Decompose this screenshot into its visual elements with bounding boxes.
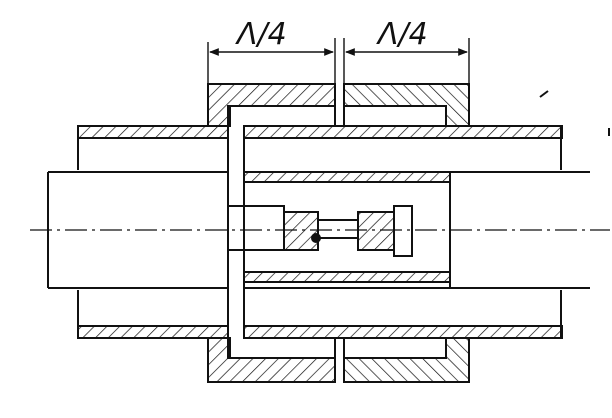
lower-flange [207, 337, 470, 383]
outer-pipe-upper-wall [77, 125, 563, 170]
coupling-assembly [227, 205, 413, 257]
outer-pipe-lower-wall [77, 290, 563, 339]
dimension-group [207, 38, 470, 84]
choke-joint-walls [227, 84, 446, 382]
dimension-label-left: Λ/4 [235, 17, 287, 52]
inner-sleeve [243, 171, 451, 289]
stray-mark [539, 90, 549, 98]
dimension-label-right: Λ/4 [376, 17, 428, 52]
